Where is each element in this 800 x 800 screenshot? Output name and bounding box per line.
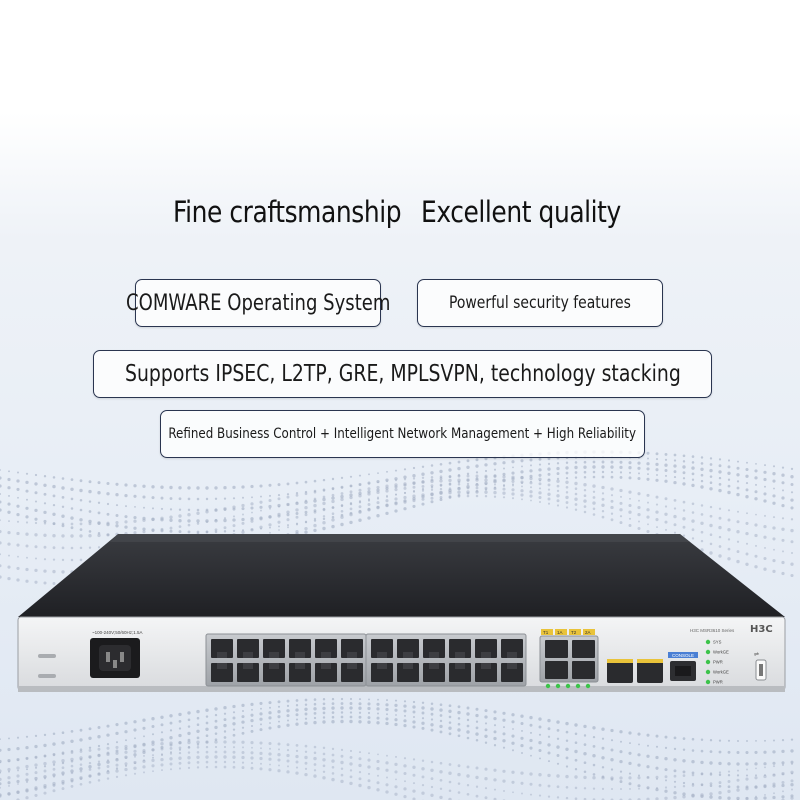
status-led-group: SYS WorkGE PWR WorkGE PWR <box>705 639 729 685</box>
console-label-bg <box>668 652 698 658</box>
status-led-label: WorkGE <box>713 670 729 675</box>
rj45-port <box>237 663 259 682</box>
combo-port-label: T1 <box>543 630 549 635</box>
feature-management-badge: Refined Business Control + Intelligent N… <box>160 410 645 458</box>
rj45-port <box>289 639 311 658</box>
combo-port <box>572 661 595 679</box>
status-led-label: PWR <box>713 680 723 685</box>
rj45-port <box>423 639 445 658</box>
combo-port-label: T2 <box>571 630 577 635</box>
feature-security-badge: Powerful security features <box>417 279 663 327</box>
rj45-port <box>341 639 363 658</box>
rj45-port <box>263 639 285 658</box>
combo-port <box>545 661 568 679</box>
combo-port <box>572 640 595 658</box>
rj45-port <box>423 663 445 682</box>
rj45-port <box>371 663 393 682</box>
rj45-port <box>315 639 337 658</box>
rj45-port <box>449 639 471 658</box>
rj45-port <box>449 663 471 682</box>
combo-port-label: 2A <box>585 630 591 635</box>
rj45-port <box>211 639 233 658</box>
status-led <box>705 669 711 675</box>
rj45-port <box>475 639 497 658</box>
port-led <box>565 683 571 689</box>
status-led-label: SYS <box>713 640 722 645</box>
feature-management-text: Refined Business Control + Intelligent N… <box>168 426 637 442</box>
rj45-port <box>289 663 311 682</box>
chassis-top <box>18 534 785 617</box>
port-led <box>555 683 561 689</box>
sfp-port <box>637 659 663 683</box>
headline-excellent-quality: Excellent quality <box>421 195 621 229</box>
rj45-port <box>211 663 233 682</box>
rack-ear-slot <box>38 654 56 658</box>
rack-ear-slot <box>38 674 56 678</box>
rj45-port <box>501 639 523 658</box>
feature-protocols-text: Supports IPSEC, L2TP, GRE, MPLSVPN, tech… <box>124 361 681 387</box>
port-led <box>545 683 551 689</box>
rj45-port <box>237 639 259 658</box>
status-led-label: WorkGE <box>713 650 729 655</box>
status-led-label: PWR <box>713 660 723 665</box>
rj45-port <box>501 663 523 682</box>
feature-os-badge: COMWARE Operating System <box>126 279 390 327</box>
status-led <box>705 649 711 655</box>
headline-fine-craftsmanship: Fine craftsmanship <box>173 195 402 229</box>
feature-security-text: Powerful security features <box>449 293 631 313</box>
combo-port-label: 1A <box>557 630 563 635</box>
brand-logo: H3C <box>750 624 773 635</box>
rj45-port-group <box>205 633 527 687</box>
feature-protocols-badge: Supports IPSEC, L2TP, GRE, MPLSVPN, tech… <box>93 350 712 398</box>
combo-port-group: T1 1A T2 2A <box>539 629 599 689</box>
status-led <box>705 639 711 645</box>
feature-os-text: COMWARE Operating System <box>125 290 391 316</box>
status-led <box>705 679 711 685</box>
series-label: H3C MSR3610 Series <box>690 628 735 633</box>
rj45-port <box>315 663 337 682</box>
console-label: CONSOLE <box>672 653 694 658</box>
usb-icon: ⇌ <box>754 651 759 658</box>
port-led <box>575 683 581 689</box>
rj45-port <box>475 663 497 682</box>
rj45-port <box>341 663 363 682</box>
rj45-port <box>263 663 285 682</box>
power-label: ~100-240V;50/60Hz;1.5A <box>92 630 143 635</box>
rj45-port <box>397 639 419 658</box>
rj45-port <box>397 663 419 682</box>
rj45-port <box>371 639 393 658</box>
port-led <box>585 683 591 689</box>
status-led <box>705 659 711 665</box>
sfp-port <box>607 659 633 683</box>
combo-port <box>545 640 568 658</box>
